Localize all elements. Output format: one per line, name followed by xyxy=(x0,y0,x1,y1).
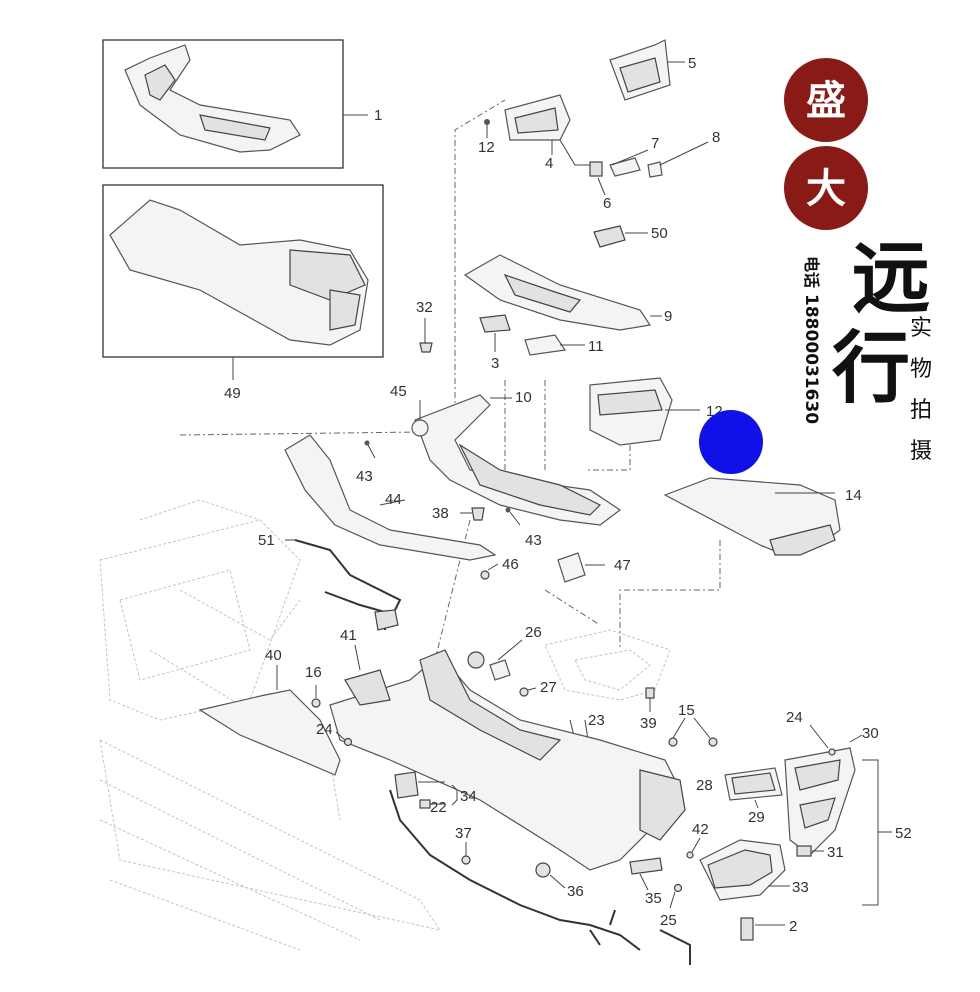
callout-25: 25 xyxy=(660,912,677,929)
callout-24-left: 24 xyxy=(316,721,333,738)
inset-box-49 xyxy=(102,184,384,380)
callout-6: 6 xyxy=(603,195,611,212)
callout-16: 16 xyxy=(305,664,322,681)
dashboard-ghost-outline xyxy=(99,499,442,951)
callout-15: 15 xyxy=(678,702,695,719)
callout-7: 7 xyxy=(651,135,659,152)
part-50-shape xyxy=(593,225,626,248)
watermark-phone: 电话 18800031630 xyxy=(801,256,821,424)
seal-circle-top xyxy=(784,58,868,142)
seal-circle-bottom xyxy=(784,146,868,230)
callout-30: 30 xyxy=(862,725,879,742)
part-36-shape xyxy=(535,862,551,878)
callout-36: 36 xyxy=(567,883,584,900)
part-8-shape xyxy=(647,161,663,178)
callout-45: 45 xyxy=(390,383,407,400)
callout-42: 42 xyxy=(692,821,709,838)
inset-box-1 xyxy=(102,39,368,169)
callout-14: 14 xyxy=(845,487,862,504)
part-34-cable xyxy=(389,789,691,965)
callout-24-right: 24 xyxy=(786,709,803,726)
part-26-shape xyxy=(467,651,485,669)
seal-char-top: 盛 xyxy=(806,77,846,124)
tagline-char-4: 摄 xyxy=(910,439,932,464)
part-38-shape xyxy=(471,507,485,521)
callout-50: 50 xyxy=(651,225,668,242)
callout-44: 44 xyxy=(385,491,402,508)
callout-40: 40 xyxy=(265,647,282,664)
callout-27: 27 xyxy=(540,679,557,696)
callout-5: 5 xyxy=(688,55,696,72)
phone-label: 电话 xyxy=(802,256,821,288)
callout-8: 8 xyxy=(712,129,720,146)
callout-51: 51 xyxy=(258,532,275,549)
callout-43-right: 43 xyxy=(525,532,542,549)
callout-31: 31 xyxy=(827,844,844,861)
callout-29: 29 xyxy=(748,809,765,826)
brush-char-2: 行 xyxy=(832,323,910,414)
callout-4: 4 xyxy=(545,155,553,172)
callout-9: 9 xyxy=(664,308,672,325)
callout-37: 37 xyxy=(455,825,472,842)
callout-46: 46 xyxy=(502,556,519,573)
callout-49: 49 xyxy=(224,385,241,402)
seal-char-bottom: 大 xyxy=(806,165,846,212)
part-2-shape xyxy=(740,917,754,941)
watermark-seal: 盛 大 xyxy=(784,58,868,230)
storage-bin-ghost xyxy=(544,629,671,701)
tagline-char-3: 拍 xyxy=(910,398,932,423)
part-3-shape xyxy=(479,314,511,333)
watermark-tagline: 实 物 拍 摄 xyxy=(910,316,932,464)
callout-39: 39 xyxy=(640,715,657,732)
callout-1: 1 xyxy=(374,107,382,124)
callout-23: 23 xyxy=(588,712,605,729)
part-47-shape xyxy=(557,552,586,583)
tagline-char-1: 实 xyxy=(910,316,932,341)
part-44-shape xyxy=(284,434,497,561)
callout-10: 10 xyxy=(515,389,532,406)
callout-28: 28 xyxy=(696,777,713,794)
part-41-shape xyxy=(344,669,391,706)
part-32-shape xyxy=(419,342,433,353)
part-7-shape xyxy=(609,157,641,177)
tagline-char-2: 物 xyxy=(910,357,932,382)
callout-41: 41 xyxy=(340,627,357,644)
callout-43-left: 43 xyxy=(356,468,373,485)
callout-52: 52 xyxy=(895,825,912,842)
blue-marker-dot xyxy=(699,410,763,474)
callout-47: 47 xyxy=(614,557,631,574)
callout-35: 35 xyxy=(645,890,662,907)
part-6-shape xyxy=(589,161,603,177)
brush-char-1: 远 xyxy=(852,233,930,324)
part-46-shape xyxy=(480,570,490,580)
part-45-shape xyxy=(411,419,429,437)
callout-3: 3 xyxy=(491,355,499,372)
callout-12-top: 12 xyxy=(478,139,495,156)
callout-11: 11 xyxy=(588,338,604,355)
callout-33: 33 xyxy=(792,879,809,896)
callout-numbers: 1 49 5 12 4 7 8 6 50 9 32 3 11 45 10 12 … xyxy=(224,55,912,935)
phone-number: 18800031630 xyxy=(801,294,821,424)
callout-38: 38 xyxy=(432,505,449,522)
callout-34: 34 xyxy=(460,788,477,805)
part-11-shape xyxy=(524,334,567,356)
callout-26: 26 xyxy=(525,624,542,641)
part-35-shape xyxy=(629,857,663,875)
part-40-shape xyxy=(198,689,341,776)
callout-2: 2 xyxy=(789,918,797,935)
part-22-shape xyxy=(394,771,419,799)
callout-22: 22 xyxy=(430,799,447,816)
callout-32: 32 xyxy=(416,299,433,316)
